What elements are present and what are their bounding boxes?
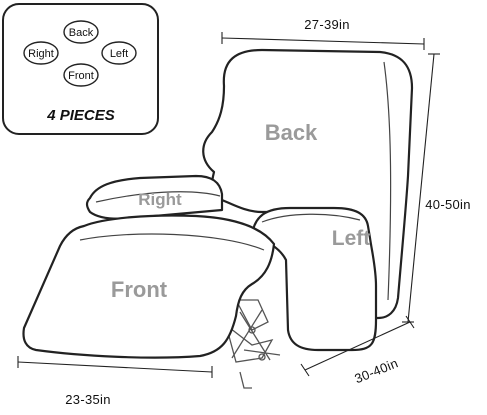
left-arm-seam bbox=[261, 213, 361, 223]
legend-label-front: Front bbox=[68, 70, 94, 82]
front-cover bbox=[22, 214, 276, 359]
part-label-front: Front bbox=[111, 277, 168, 302]
recliner-mechanism bbox=[224, 299, 281, 389]
legend-label-left: Left bbox=[110, 48, 128, 60]
dimension-top-width: 27-39in bbox=[221, 17, 425, 50]
legend-label-right: Right bbox=[28, 48, 54, 60]
part-label-back: Back bbox=[265, 120, 318, 145]
pieces-count-label: 4 PIECES bbox=[46, 107, 115, 124]
front-seat-seam bbox=[79, 233, 265, 251]
legend-oval-left bbox=[101, 41, 137, 65]
part-label-right: Right bbox=[138, 190, 182, 209]
pieces-legend: Back Right Left Front 4 PIECES bbox=[2, 3, 159, 135]
legend-oval-right bbox=[23, 41, 59, 65]
dimension-height: 40-50in bbox=[402, 53, 470, 323]
legend-oval-back bbox=[63, 20, 99, 44]
back-side-seam bbox=[383, 61, 392, 301]
dimension-label-depth: 30-40in bbox=[352, 355, 400, 386]
dimension-front-width: 23-35in bbox=[17, 356, 213, 407]
legend-oval-front bbox=[63, 63, 99, 87]
part-label-left: Left bbox=[332, 227, 371, 250]
right-arm-cover bbox=[85, 174, 224, 220]
dimension-label-height: 40-50in bbox=[425, 197, 470, 212]
dimension-label-front-width: 23-35in bbox=[65, 392, 110, 407]
right-arm-seam bbox=[95, 191, 221, 203]
legend-label-back: Back bbox=[69, 27, 94, 39]
dimension-label-top-width: 27-39in bbox=[304, 17, 349, 32]
left-arm-cover bbox=[250, 206, 378, 352]
